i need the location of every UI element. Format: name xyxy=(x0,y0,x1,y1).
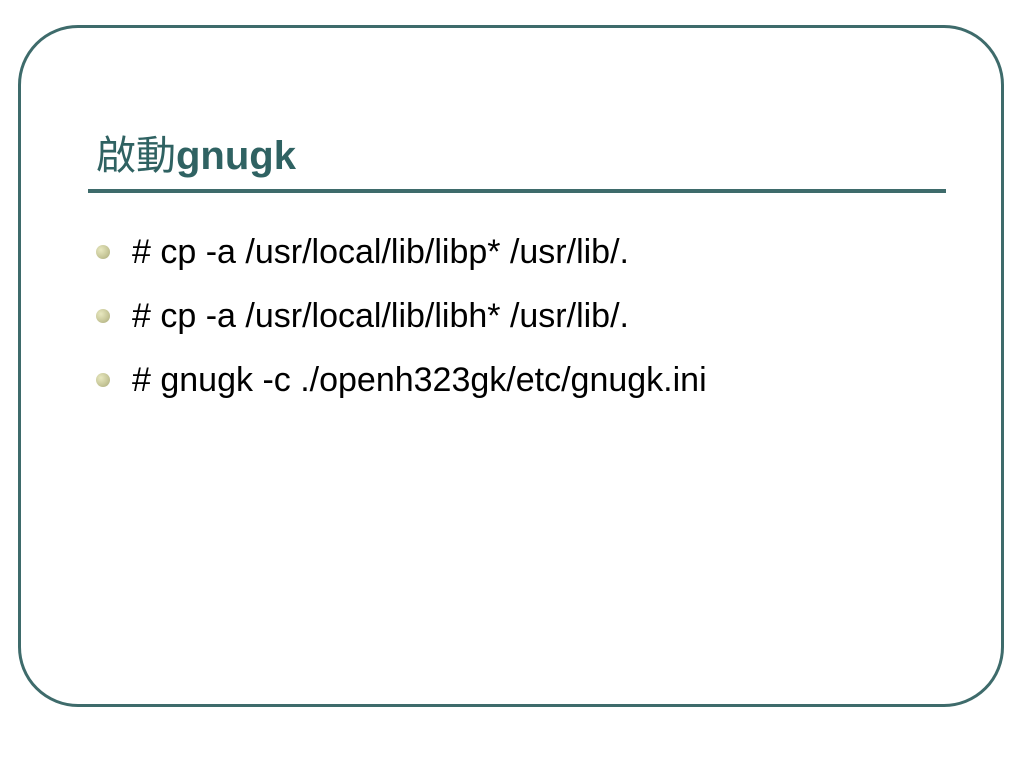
bullet-dot-icon xyxy=(96,245,110,259)
bullet-item: # cp -a /usr/local/lib/libp* /usr/lib/. xyxy=(96,220,707,284)
bullet-item: # cp -a /usr/local/lib/libh* /usr/lib/. xyxy=(96,284,707,348)
title-latin: gnugk xyxy=(176,134,296,178)
slide-frame xyxy=(18,25,1004,707)
bullet-dot-icon xyxy=(96,309,110,323)
bullet-text: # cp -a /usr/local/lib/libp* /usr/lib/. xyxy=(132,232,629,271)
slide-title: 啟動gnugk xyxy=(96,128,296,184)
bullet-text: # gnugk -c ./openh323gk/etc/gnugk.ini xyxy=(132,360,707,399)
bullet-list: # cp -a /usr/local/lib/libp* /usr/lib/. … xyxy=(96,220,707,412)
bullet-item: # gnugk -c ./openh323gk/etc/gnugk.ini xyxy=(96,348,707,412)
bullet-text: # cp -a /usr/local/lib/libh* /usr/lib/. xyxy=(132,296,629,335)
title-cjk: 啟動 xyxy=(96,133,176,179)
title-underline xyxy=(88,189,946,193)
bullet-dot-icon xyxy=(96,373,110,387)
